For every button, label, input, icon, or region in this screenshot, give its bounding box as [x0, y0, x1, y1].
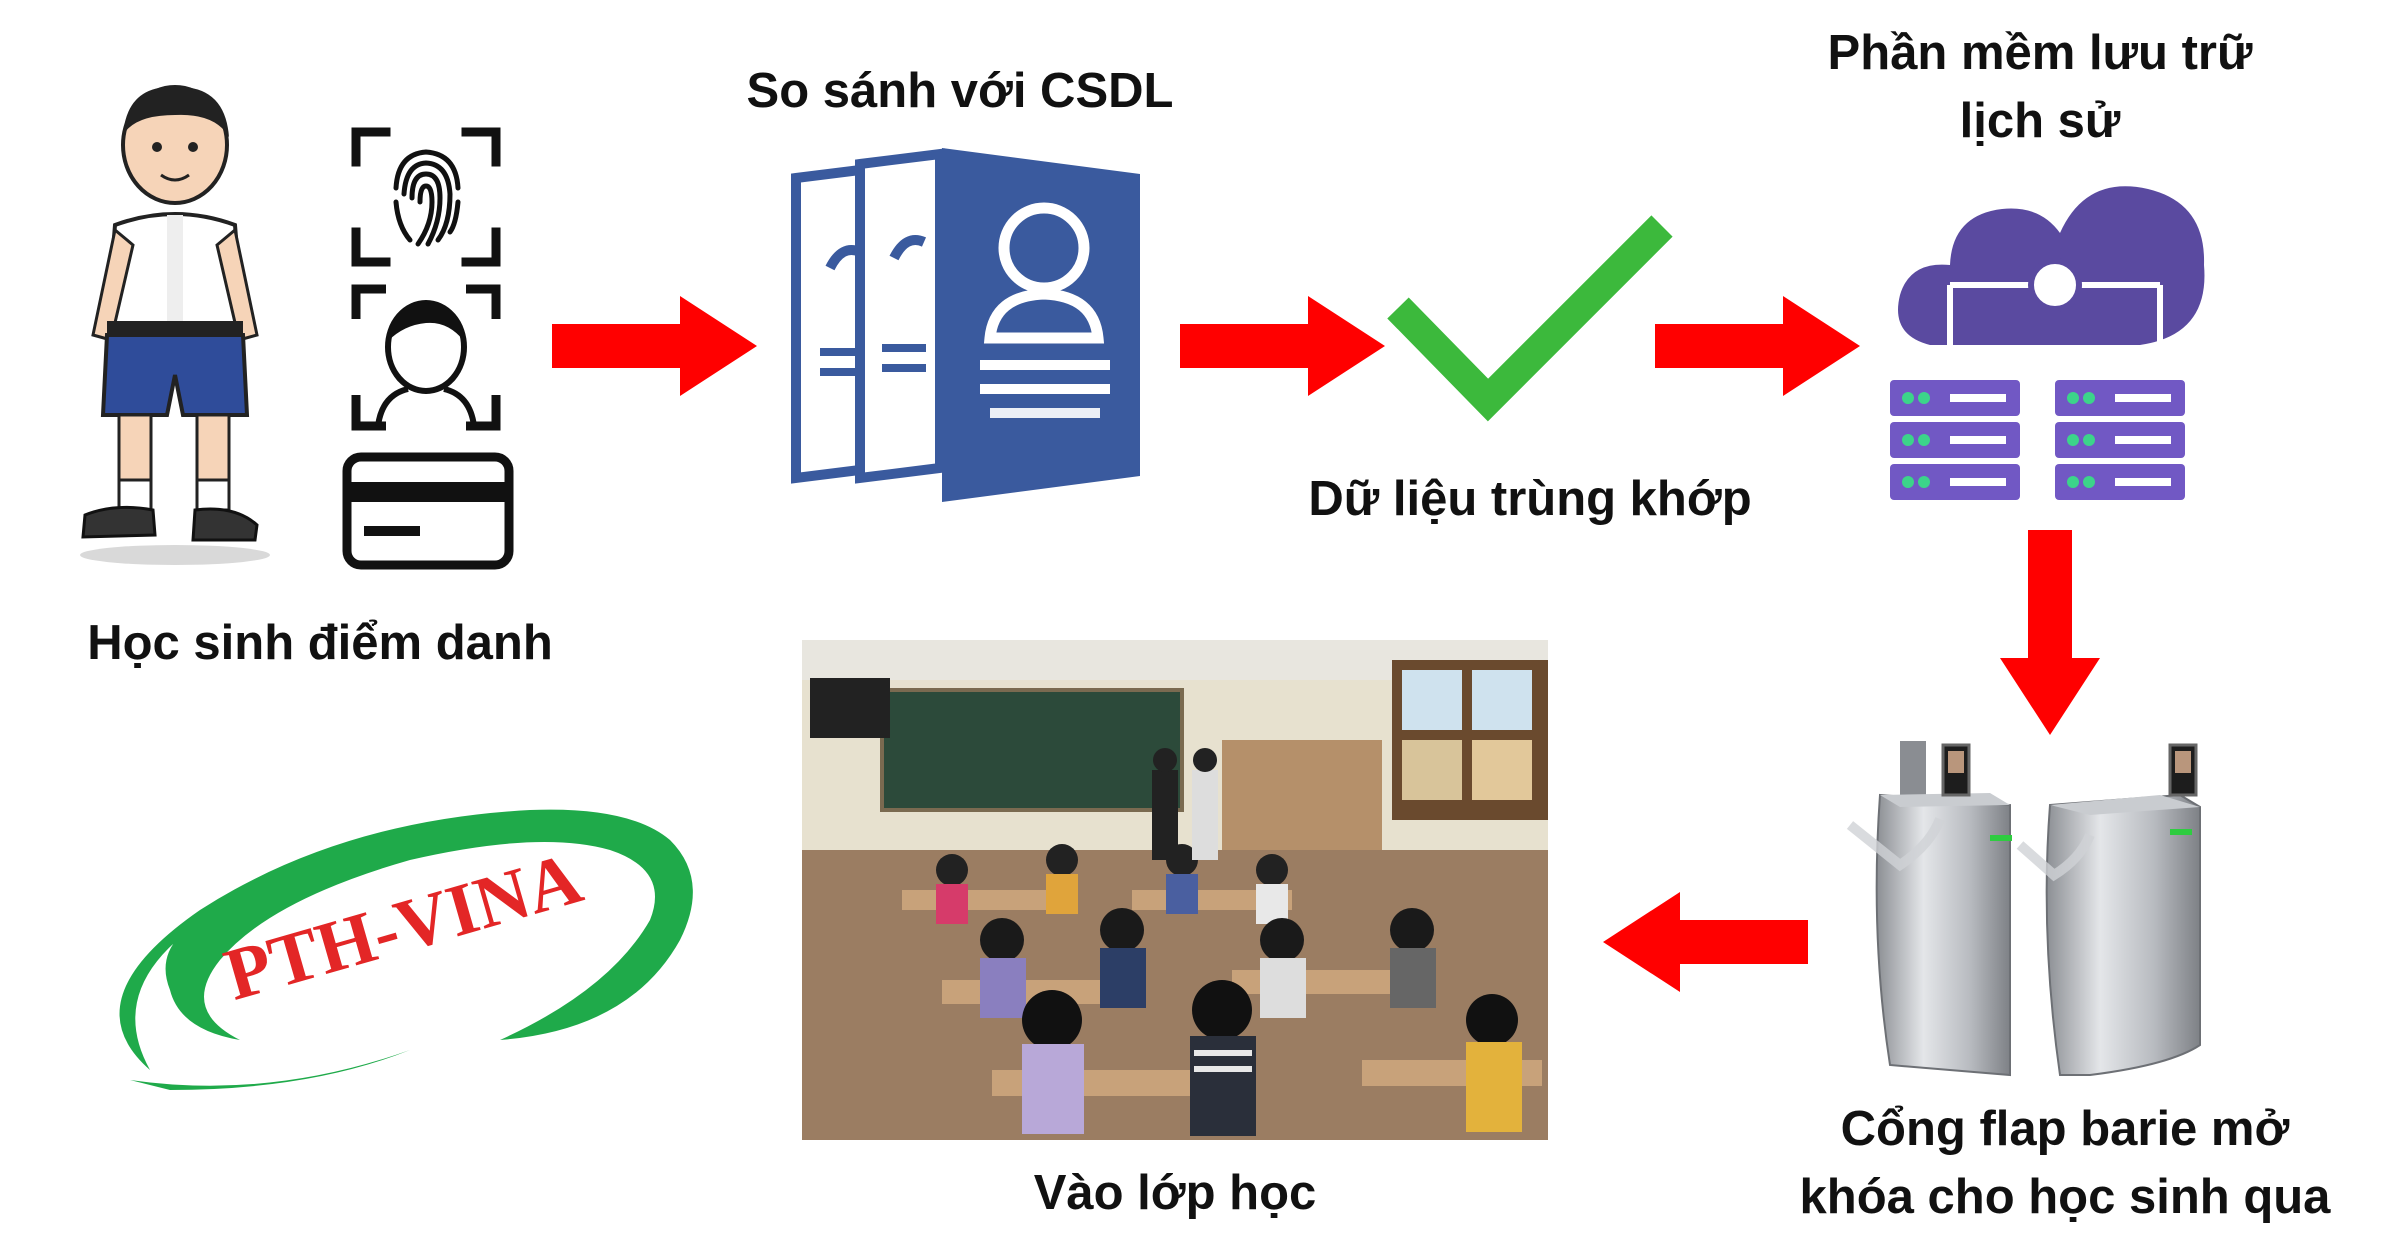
logo-text: PTH-VINA: [216, 837, 590, 1017]
cloud-server-icon: [1890, 186, 2205, 500]
student-figure: [80, 85, 270, 565]
arrow-right-1: [552, 296, 757, 396]
classroom-photo: [802, 640, 1548, 1140]
turnstile-gate-photo: [1846, 741, 2201, 1077]
step-checkin-label: Học sinh điểm danh: [87, 616, 553, 670]
step-classroom-label: Vào lớp học: [1033, 1166, 1317, 1220]
face-id-icon: [351, 284, 501, 431]
arrow-left: [1603, 892, 1808, 992]
card-icon: [342, 452, 514, 570]
step-gate-label: Cổng flap barie mở khóa cho học sinh qua: [1799, 1102, 2331, 1224]
arrow-right-2: [1180, 296, 1385, 396]
step-match-label: Dữ liệu trùng khớp: [1308, 472, 1752, 526]
step-compare-label: So sánh với CSDL: [746, 64, 1174, 118]
database-documents-icon: [791, 148, 1140, 502]
fingerprint-icon: [351, 127, 501, 267]
step-storage-label: Phần mềm lưu trữ lịch sử: [1827, 26, 2253, 148]
pth-vina-logo: PTH-VINA: [119, 809, 693, 1090]
arrow-down: [2000, 530, 2100, 735]
arrow-right-3: [1655, 296, 1860, 396]
checkmark-icon: [1387, 215, 1673, 422]
